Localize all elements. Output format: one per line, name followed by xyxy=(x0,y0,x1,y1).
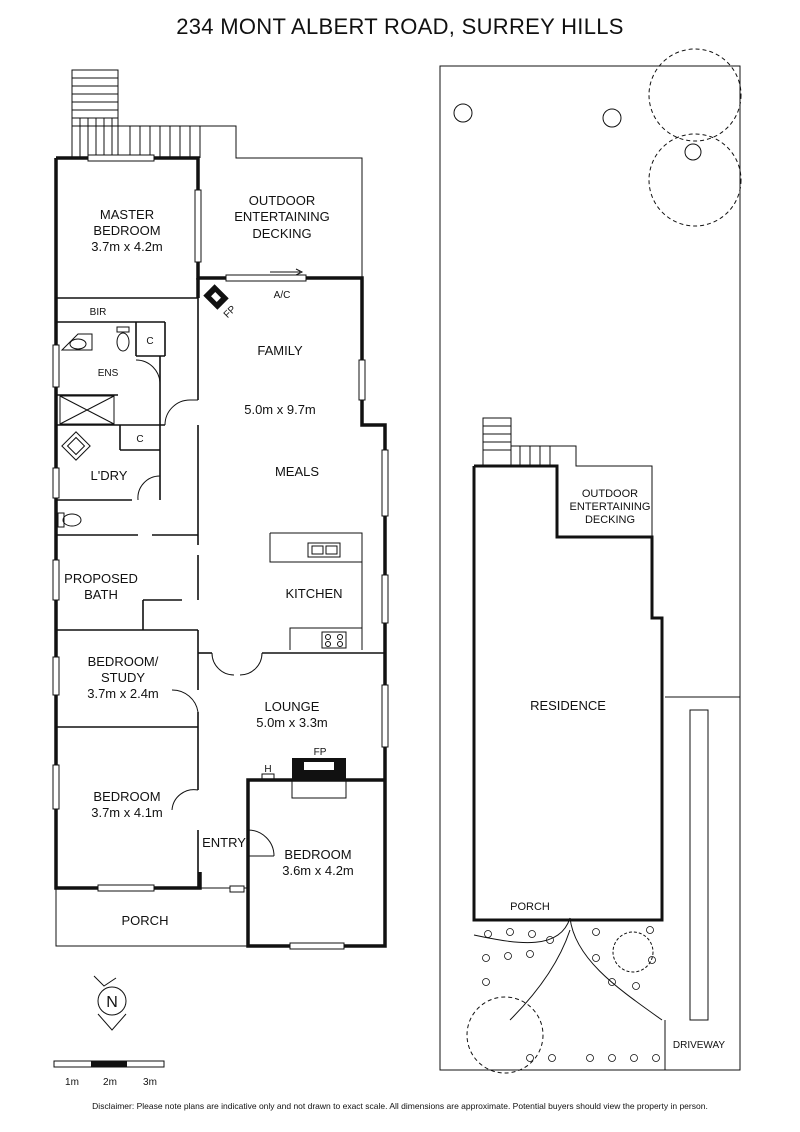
fixtures xyxy=(57,268,347,799)
residence-footprint xyxy=(472,464,664,922)
family-label: FAMILY xyxy=(257,343,303,358)
entry-label: ENTRY xyxy=(202,835,246,850)
plan-title: 234 MONT ALBERT ROAD, SURREY HILLS xyxy=(176,14,624,39)
residence-label: RESIDENCE xyxy=(530,698,606,713)
outdoor-decking xyxy=(200,125,363,278)
lounge-size: 5.0m x 3.3m xyxy=(256,715,328,730)
bedroom-2-size: 3.7m x 4.1m xyxy=(91,805,163,820)
bedroom-3-label: BEDROOM xyxy=(284,847,351,862)
vanity-icon xyxy=(60,333,93,351)
master-bedroom-label-2: BEDROOM xyxy=(93,223,160,238)
bedroom-2-label: BEDROOM xyxy=(93,789,160,804)
heater-icon xyxy=(261,773,275,781)
meals-label: MEALS xyxy=(275,464,319,479)
sink-icon xyxy=(307,542,341,558)
laundry-label: L'DRY xyxy=(91,468,128,483)
ens-label: ENS xyxy=(98,368,119,379)
site-outdoor-label-1: OUTDOOR xyxy=(582,488,638,500)
site-garden xyxy=(473,917,663,1062)
site-porch-label: PORCH xyxy=(510,901,550,913)
site-stairs xyxy=(482,417,653,537)
scale-2m: 2m xyxy=(103,1077,117,1088)
interior-walls xyxy=(56,297,385,888)
kitchen-bench xyxy=(269,532,363,650)
laundry-tub-icon xyxy=(61,431,91,461)
bedroom-study-label-1: BEDROOM/ xyxy=(88,654,159,669)
fp-lounge-label: FP xyxy=(314,747,327,758)
heater-label: H xyxy=(264,764,271,775)
rear-stairs xyxy=(71,69,201,159)
proposed-bath-label-2: BATH xyxy=(84,587,118,602)
scale-bar: 1m 2m 3m xyxy=(53,1060,165,1088)
shower-icon xyxy=(59,395,115,425)
family-size: 5.0m x 9.7m xyxy=(244,402,316,417)
outdoor-label-3: DECKING xyxy=(252,226,311,241)
toilet-icon-2 xyxy=(62,513,82,527)
kitchen-label: KITCHEN xyxy=(285,586,342,601)
site-labels: OUTDOOR ENTERTAINING DECKING RESIDENCE P… xyxy=(510,488,725,1051)
cupboard-label-1: C xyxy=(146,336,153,347)
driveway-label: DRIVEWAY xyxy=(673,1040,726,1051)
exterior-walls xyxy=(54,156,387,948)
site-outdoor-label-2: ENTERTAINING xyxy=(570,501,651,513)
cooktop-icon xyxy=(321,631,347,649)
compass: N xyxy=(93,975,127,1031)
toilet-icon xyxy=(116,332,130,352)
lounge-label: LOUNGE xyxy=(265,699,320,714)
site-trees xyxy=(453,48,742,1074)
scale-1m: 1m xyxy=(65,1077,79,1088)
master-bedroom-label-1: MASTER xyxy=(100,207,154,222)
bedroom-3-size: 3.6m x 4.2m xyxy=(282,863,354,878)
bedroom-study-size: 3.7m x 2.4m xyxy=(87,686,159,701)
site-outdoor-label-3: DECKING xyxy=(585,514,635,526)
outdoor-label-2: ENTERTAINING xyxy=(234,209,330,224)
disclaimer-text: Disclaimer: Please note plans are indica… xyxy=(92,1101,708,1111)
master-bedroom-size: 3.7m x 4.2m xyxy=(91,239,163,254)
porch-label: PORCH xyxy=(122,913,169,928)
door-swings xyxy=(135,359,275,857)
scale-3m: 3m xyxy=(143,1077,157,1088)
cupboard-label-2: C xyxy=(136,434,143,445)
fp-top-label: FP xyxy=(222,304,239,321)
bir-label: BIR xyxy=(90,307,107,318)
bedroom-study-label-2: STUDY xyxy=(101,670,145,685)
ac-label: A/C xyxy=(274,290,291,301)
north-label: N xyxy=(106,994,118,1011)
windows xyxy=(52,154,389,950)
room-labels: MASTER BEDROOM 3.7m x 4.2m OUTDOOR ENTER… xyxy=(64,193,354,928)
fireplace-icon xyxy=(203,284,229,310)
proposed-bath-label-1: PROPOSED xyxy=(64,571,138,586)
site-boundary xyxy=(439,65,741,1071)
outdoor-label-1: OUTDOOR xyxy=(249,193,315,208)
